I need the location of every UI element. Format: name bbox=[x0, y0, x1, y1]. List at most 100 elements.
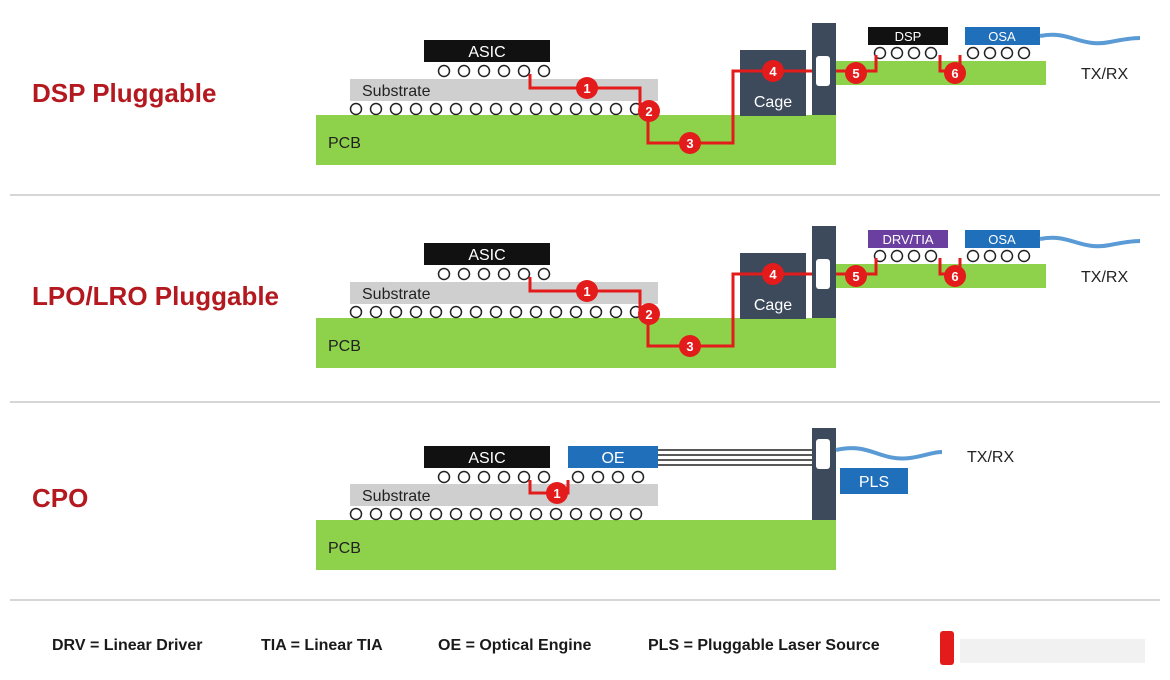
svg-text:1: 1 bbox=[583, 81, 590, 96]
osa-chip bbox=[965, 27, 1040, 45]
solder-bump bbox=[477, 64, 491, 78]
solder-bump bbox=[549, 507, 563, 521]
solder-bump bbox=[457, 64, 471, 78]
solder-bump bbox=[589, 102, 603, 116]
marker-4: 4 bbox=[762, 60, 784, 82]
asic-bumps bbox=[437, 64, 551, 78]
marker-1: 1 bbox=[546, 482, 568, 504]
marker-5: 5 bbox=[845, 265, 867, 287]
substrate-bumps bbox=[349, 102, 643, 116]
dsp-chip-label: DSP bbox=[895, 29, 922, 44]
solder-bump bbox=[1017, 249, 1031, 263]
solder-bump bbox=[509, 305, 523, 319]
solder-bump bbox=[489, 102, 503, 116]
solder-bump bbox=[429, 507, 443, 521]
connector-port bbox=[816, 439, 830, 469]
txrx-label: TX/RX bbox=[1081, 269, 1128, 286]
solder-bump bbox=[477, 267, 491, 281]
legend-pls: PLS = Pluggable Laser Source bbox=[648, 637, 880, 654]
legend: DRV = Linear Driver TIA = Linear TIA OE … bbox=[52, 631, 1145, 665]
row-dsp: DSP Pluggable PCB Substrate ASIC Cage DS… bbox=[32, 23, 1141, 165]
solder-bump bbox=[924, 46, 938, 60]
marker-1: 1 bbox=[576, 77, 598, 99]
legend-oe: OE = Optical Engine bbox=[438, 637, 591, 654]
asic bbox=[424, 40, 550, 62]
solder-bump bbox=[631, 470, 645, 484]
substrate-label: Substrate bbox=[362, 83, 431, 100]
substrate-label: Substrate bbox=[362, 286, 431, 303]
connector-port bbox=[816, 259, 830, 289]
oe-bumps bbox=[571, 470, 645, 484]
solder-bump bbox=[389, 102, 403, 116]
asic-bumps bbox=[437, 267, 551, 281]
solder-bump bbox=[449, 102, 463, 116]
svg-text:2: 2 bbox=[645, 307, 652, 322]
solder-bump bbox=[609, 102, 623, 116]
osa-label: OSA bbox=[988, 232, 1016, 247]
svg-text:4: 4 bbox=[769, 64, 777, 79]
solder-bump bbox=[966, 249, 980, 263]
pls-label: PLS bbox=[859, 474, 889, 491]
drv-tia-label: DRV/TIA bbox=[882, 232, 933, 247]
marker-1: 1 bbox=[576, 280, 598, 302]
svg-text:5: 5 bbox=[852, 269, 859, 284]
pcb bbox=[316, 318, 836, 368]
solder-bump bbox=[509, 507, 523, 521]
solder-bump bbox=[529, 102, 543, 116]
solder-bump bbox=[389, 305, 403, 319]
svg-text:4: 4 bbox=[769, 267, 777, 282]
svg-text:5: 5 bbox=[852, 66, 859, 81]
asic-label: ASIC bbox=[468, 44, 505, 61]
svg-text:3: 3 bbox=[686, 339, 693, 354]
cage-label: Cage bbox=[754, 94, 792, 111]
solder-bump bbox=[469, 102, 483, 116]
solder-bump bbox=[890, 249, 904, 263]
solder-bump bbox=[369, 102, 383, 116]
marker-5: 5 bbox=[845, 62, 867, 84]
solder-bump bbox=[537, 64, 551, 78]
asic bbox=[424, 446, 550, 468]
solder-bump bbox=[509, 102, 523, 116]
solder-bump bbox=[1000, 249, 1014, 263]
solder-bump bbox=[609, 305, 623, 319]
svg-text:6: 6 bbox=[951, 66, 958, 81]
svg-text:1: 1 bbox=[583, 284, 590, 299]
solder-bump bbox=[489, 305, 503, 319]
solder-bump bbox=[611, 470, 625, 484]
solder-bump bbox=[907, 249, 921, 263]
solder-bump bbox=[497, 267, 511, 281]
solder-bump bbox=[1000, 46, 1014, 60]
svg-text:2: 2 bbox=[645, 104, 652, 119]
oe-label: OE bbox=[601, 450, 624, 467]
pls-module bbox=[840, 468, 908, 494]
legend-drv: DRV = Linear Driver bbox=[52, 637, 202, 654]
fiber bbox=[1039, 32, 1141, 46]
marker-6: 6 bbox=[944, 265, 966, 287]
solder-bump bbox=[549, 102, 563, 116]
pcb-label: PCB bbox=[328, 338, 361, 355]
solder-bump bbox=[469, 305, 483, 319]
osa-bumps bbox=[966, 46, 1031, 60]
solder-bump bbox=[429, 102, 443, 116]
solder-bump bbox=[449, 305, 463, 319]
brand-logo bbox=[940, 631, 1145, 665]
solder-bump bbox=[517, 470, 531, 484]
chip-bumps bbox=[873, 249, 938, 263]
solder-bump bbox=[369, 305, 383, 319]
substrate-bumps bbox=[349, 507, 643, 521]
solder-bump bbox=[497, 64, 511, 78]
solder-bump bbox=[1017, 46, 1031, 60]
marker-2: 2 bbox=[638, 303, 660, 325]
txrx-label: TX/RX bbox=[1081, 66, 1128, 83]
pcb-label: PCB bbox=[328, 540, 361, 557]
svg-text:1: 1 bbox=[553, 486, 560, 501]
row-lpo: LPO/LRO Pluggable PCB Substrate ASIC Cag… bbox=[32, 226, 1141, 368]
solder-bump bbox=[924, 249, 938, 263]
solder-bump bbox=[537, 267, 551, 281]
solder-bump bbox=[537, 470, 551, 484]
marker-3: 3 bbox=[679, 335, 701, 357]
pcb bbox=[316, 520, 836, 570]
solder-bump bbox=[517, 267, 531, 281]
solder-bump bbox=[477, 470, 491, 484]
